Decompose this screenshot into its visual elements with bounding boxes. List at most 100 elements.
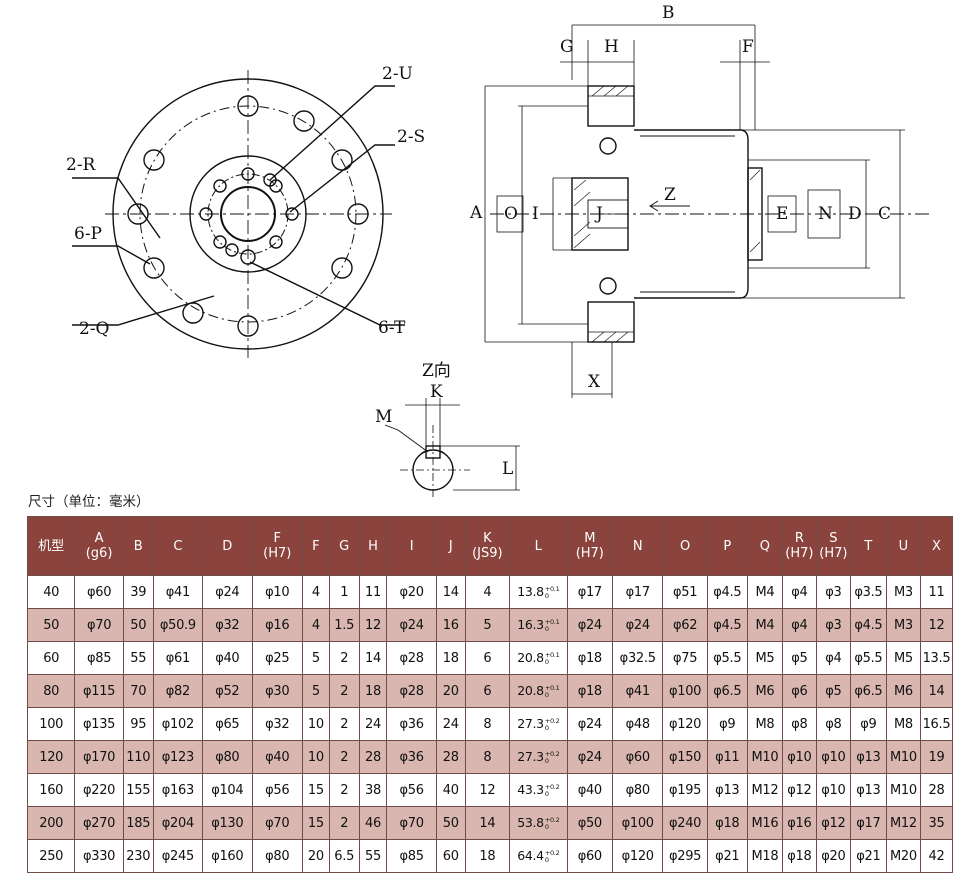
label-6-P: 6-P — [74, 224, 102, 244]
table-cell: M6 — [885, 674, 921, 708]
table-cell: φ56 — [386, 773, 437, 807]
column-header: F(H7) — [251, 516, 303, 576]
table-cell: 110 — [122, 740, 154, 774]
table-cell: 4 — [301, 608, 330, 642]
l-tolerance-upper: +0.2 — [544, 749, 560, 758]
table-cell: M4 — [746, 608, 783, 642]
table-cell: φ40 — [566, 773, 613, 807]
table-cell: φ80 — [611, 773, 664, 807]
table-cell: φ52 — [202, 674, 253, 708]
table-cell: 19 — [919, 740, 954, 774]
table-cell: M5 — [885, 641, 921, 675]
table-cell: φ60 — [566, 839, 613, 873]
column-header: J — [435, 516, 466, 576]
table-cell: M20 — [885, 839, 921, 873]
table-cell: φ195 — [662, 773, 708, 807]
table-cell: M6 — [746, 674, 783, 708]
table-cell: φ9 — [849, 707, 887, 741]
table-cell: M3 — [885, 608, 921, 642]
table-cell: 40 — [26, 575, 76, 609]
table-cell: 55 — [358, 839, 388, 873]
table-cell: φ104 — [202, 773, 253, 807]
table-cell: φ220 — [74, 773, 124, 807]
table-cell: φ30 — [251, 674, 303, 708]
column-header: G — [328, 516, 360, 576]
table-cell: φ9 — [706, 707, 748, 741]
table-cell: φ20 — [815, 839, 851, 873]
table-cell: 10 — [301, 740, 330, 774]
front-view-labels: 2-U 2-S 2-R 6-P 2-Q 6-T — [66, 64, 425, 339]
table-cell: 12 — [358, 608, 388, 642]
table-cell: φ4 — [781, 575, 817, 609]
table-cell: M10 — [885, 773, 921, 807]
table-cell: 16 — [435, 608, 466, 642]
column-header-label: L — [534, 538, 542, 554]
table-cell: φ36 — [386, 707, 437, 741]
table-cell: φ80 — [202, 740, 253, 774]
table-cell: φ18 — [566, 641, 613, 675]
column-header-label: M — [584, 531, 596, 546]
table-cell: φ82 — [152, 674, 204, 708]
column-header: 机型 — [26, 516, 76, 576]
table-cell: φ150 — [662, 740, 708, 774]
l-tolerance-lower: 0 — [544, 789, 549, 798]
table-cell: 60 — [26, 641, 76, 675]
table-cell: φ163 — [152, 773, 204, 807]
label-I: I — [532, 204, 539, 224]
column-header-label: O — [679, 538, 691, 554]
table-cell: φ10 — [815, 740, 851, 774]
table-cell: φ17 — [566, 575, 613, 609]
table-cell: φ6 — [781, 674, 817, 708]
dimension-caption: 尺寸（单位：毫米） — [28, 494, 150, 510]
table-cell: φ70 — [386, 806, 437, 840]
l-tolerance-upper: +0.1 — [544, 683, 560, 692]
table-cell: φ75 — [662, 641, 708, 675]
key-view — [384, 398, 520, 500]
table-cell: φ13 — [849, 773, 887, 807]
table-cell: φ102 — [152, 707, 204, 741]
label-6-T: 6-T — [378, 318, 406, 338]
column-header-sub: (JS9) — [472, 546, 503, 561]
front-view — [72, 70, 405, 358]
l-tolerance-upper: +0.1 — [544, 584, 560, 593]
table-cell: φ10 — [251, 575, 303, 609]
table-cell: φ3.5 — [849, 575, 887, 609]
column-header: P — [706, 516, 748, 576]
column-header-label: 机型 — [38, 538, 65, 554]
table-cell: 28 — [919, 773, 954, 807]
table-cell: φ13 — [849, 740, 887, 774]
table-cell: 8 — [464, 740, 510, 774]
label-2-U: 2-U — [382, 64, 413, 84]
table-cell: 15 — [301, 806, 330, 840]
table-cell: 250 — [26, 839, 76, 873]
table-cell: 155 — [122, 773, 154, 807]
table-cell: M10 — [746, 740, 783, 774]
table-cell: 18 — [464, 839, 510, 873]
column-header: F — [301, 516, 330, 576]
column-header: X — [919, 516, 954, 576]
column-header-label: G — [339, 538, 350, 554]
table-cell: φ62 — [662, 608, 708, 642]
table-cell: 14 — [464, 806, 510, 840]
table-cell: 12 — [464, 773, 510, 807]
table-cell: φ16 — [251, 608, 303, 642]
l-value: 20.8 — [517, 650, 544, 665]
table-cell: φ17 — [611, 575, 664, 609]
table-cell: 20 — [435, 674, 466, 708]
column-header: A(g6) — [74, 516, 124, 576]
table-cell: φ24 — [566, 608, 613, 642]
column-header: M(H7) — [566, 516, 613, 576]
label-2-Q: 2-Q — [79, 319, 110, 339]
label-E: E — [776, 204, 788, 224]
l-value: 27.3 — [517, 749, 544, 764]
l-tolerance-lower: 0 — [544, 690, 549, 699]
table-cell: φ32 — [251, 707, 303, 741]
